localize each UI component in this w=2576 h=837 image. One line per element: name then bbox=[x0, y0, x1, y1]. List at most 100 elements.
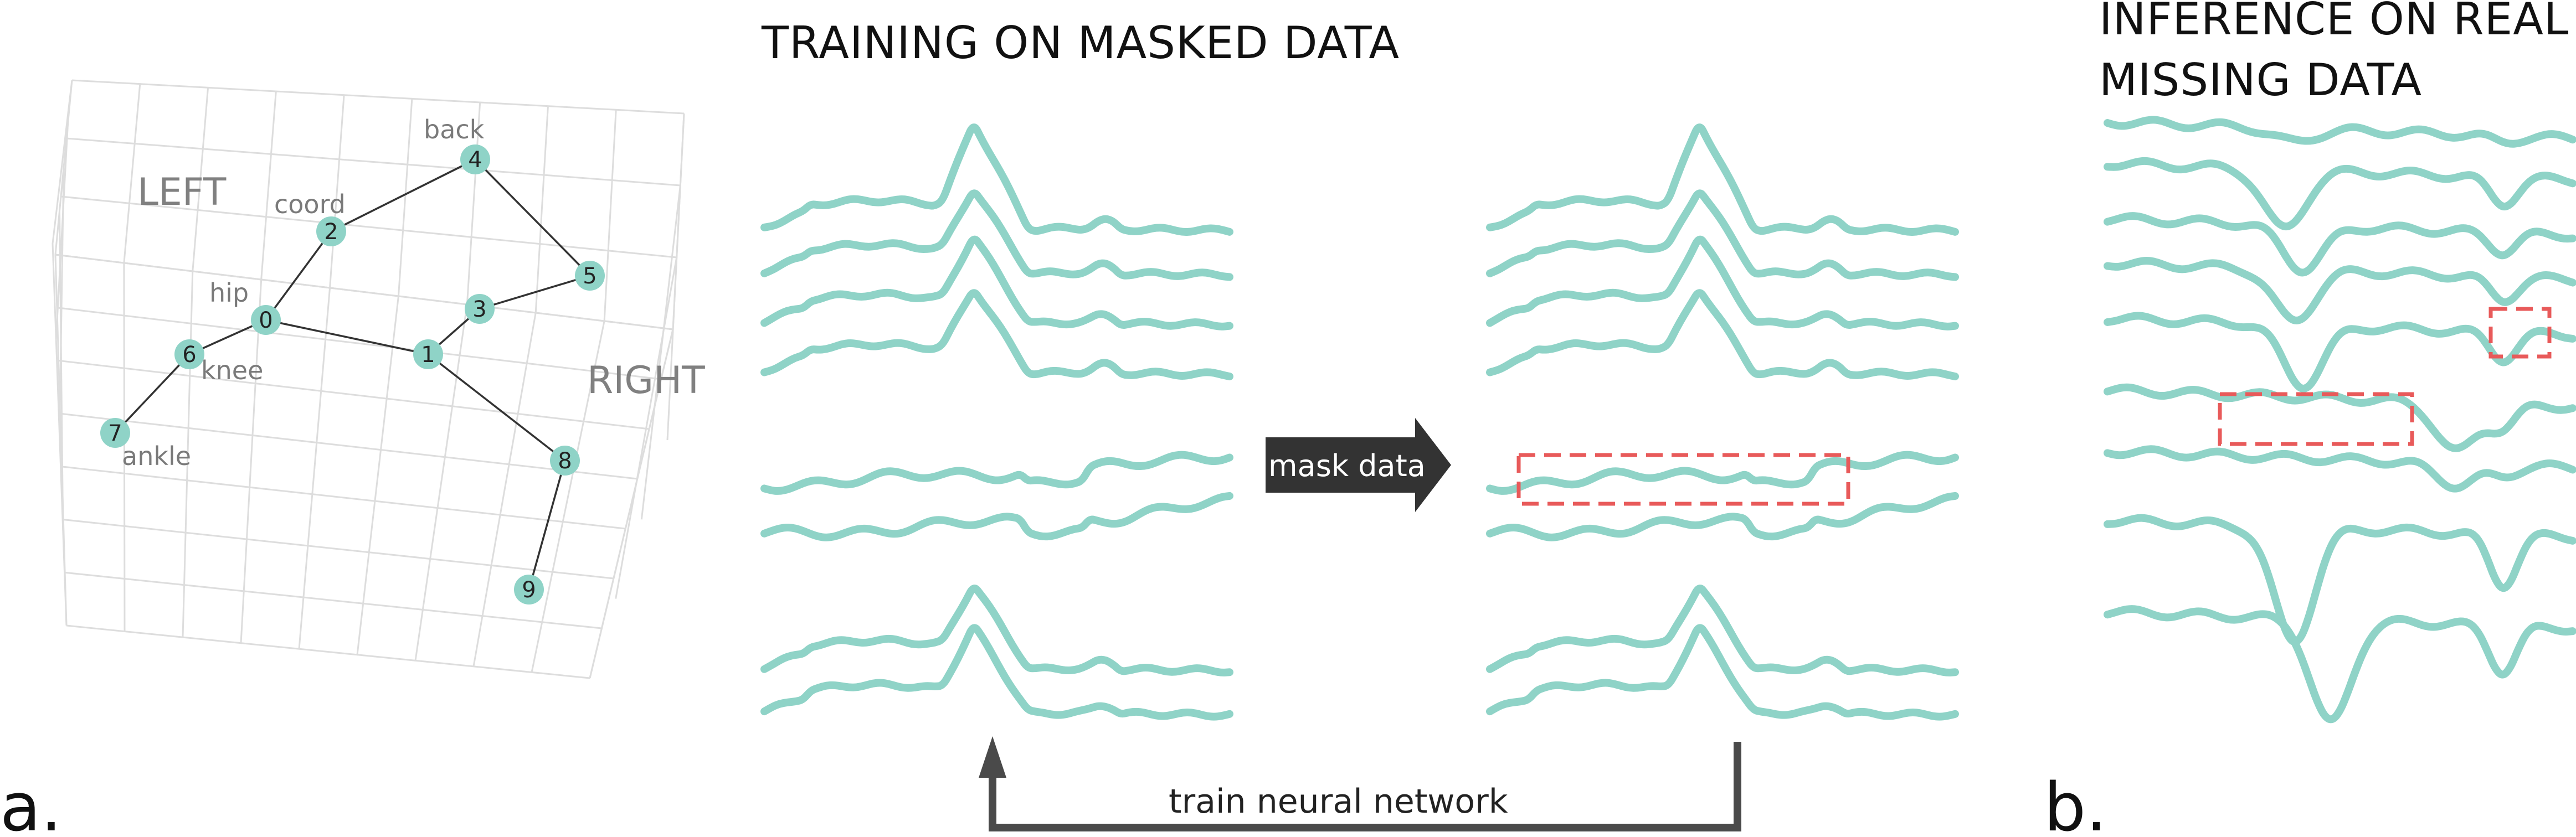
grid-back-horizontal bbox=[71, 79, 685, 115]
inference-trace-5 bbox=[2104, 312, 2576, 392]
grid-right-line bbox=[666, 113, 685, 441]
skeleton-node-label-9: 9 bbox=[522, 577, 536, 603]
skeleton-node-label-2: 2 bbox=[324, 219, 338, 245]
grid-floor-depth bbox=[472, 312, 537, 667]
grid-floor-across bbox=[61, 466, 626, 530]
skeleton-node-label-8: 8 bbox=[558, 448, 572, 474]
joint-label-ankle: ankle bbox=[122, 441, 191, 471]
panel-a-skeleton: LEFT RIGHT back coord hip knee ankle 012… bbox=[0, 79, 705, 837]
masked-trace-5 bbox=[1486, 451, 1959, 495]
masked-trace-1 bbox=[1486, 123, 1959, 236]
inference-trace-7 bbox=[2104, 445, 2576, 493]
joint-label-back: back bbox=[424, 115, 485, 144]
mask-data-arrow: mask data bbox=[1266, 418, 1451, 512]
skeleton-node-9 bbox=[514, 575, 544, 604]
mask-arrow-label: mask data bbox=[1268, 448, 1426, 483]
masked-trace-3 bbox=[1486, 235, 1959, 330]
panel-letter-b: b. bbox=[2044, 769, 2107, 837]
grid-floor-across bbox=[64, 571, 602, 629]
grid-back-vertical bbox=[260, 91, 277, 280]
original-trace-6 bbox=[760, 492, 1233, 541]
skeleton-node-1 bbox=[413, 339, 443, 369]
skeleton-node-label-6: 6 bbox=[182, 342, 196, 368]
right-side-label: RIGHT bbox=[587, 359, 705, 402]
skeleton-node-0 bbox=[251, 305, 281, 335]
original-traces bbox=[760, 123, 1233, 721]
skeleton-node-label-5: 5 bbox=[583, 264, 597, 289]
original-trace-1 bbox=[760, 123, 1233, 236]
masked-trace-8 bbox=[1486, 624, 1959, 721]
masked-traces bbox=[1486, 123, 1959, 721]
panel-letter-a: a. bbox=[0, 769, 62, 837]
loop-arrow-head bbox=[979, 736, 1006, 778]
grid-floor-depth bbox=[123, 262, 126, 632]
train-network-label: train neural network bbox=[1169, 782, 1508, 821]
inference-trace-4 bbox=[2104, 257, 2576, 324]
skeleton-edge-8-9 bbox=[528, 460, 566, 590]
original-trace-4 bbox=[760, 289, 1233, 381]
missing-region-box-2 bbox=[2218, 392, 2414, 446]
grid-back-vertical bbox=[329, 95, 345, 288]
skeleton-node-label-0: 0 bbox=[259, 308, 272, 333]
inference-traces bbox=[2104, 116, 2576, 724]
grid-back-vertical bbox=[534, 106, 549, 313]
grid-floor-across bbox=[63, 519, 614, 580]
skeleton-edge-6-7 bbox=[114, 353, 191, 434]
grid-floor-across bbox=[66, 624, 590, 679]
joint-label-coord: coord bbox=[274, 189, 346, 219]
inference-heading-line1: INFERENCE ON REAL bbox=[2099, 0, 2569, 45]
masked-trace-2 bbox=[1486, 189, 1959, 281]
grid-back-vertical bbox=[192, 87, 209, 272]
grid-floor-depth bbox=[240, 279, 263, 643]
skeleton-node-label-4: 4 bbox=[468, 147, 482, 173]
grid-back-vertical bbox=[466, 102, 481, 305]
skeleton-node-label-7: 7 bbox=[108, 421, 122, 446]
inference-trace-2 bbox=[2104, 157, 2576, 231]
grid-back-vertical bbox=[123, 84, 141, 264]
grid-back-vertical bbox=[397, 99, 413, 297]
grid-3d bbox=[52, 79, 685, 679]
skeleton-node-5 bbox=[575, 261, 605, 291]
grid-floor-depth bbox=[356, 296, 399, 655]
grid-right-line bbox=[615, 257, 678, 599]
original-trace-5 bbox=[760, 451, 1233, 495]
skeleton-edge-4-5 bbox=[474, 158, 591, 277]
training-section: TRAINING ON MASKED DATA mask data train … bbox=[760, 17, 1959, 831]
skeleton-node-7 bbox=[100, 418, 130, 448]
grid-floor-depth bbox=[298, 287, 331, 649]
left-side-label: LEFT bbox=[137, 170, 227, 214]
skeleton-edge-5-3 bbox=[479, 275, 590, 310]
inference-trace-9 bbox=[2104, 605, 2576, 724]
skeleton-node-label-3: 3 bbox=[472, 297, 486, 322]
grid-floor-across bbox=[56, 307, 661, 380]
grid-back-horizontal bbox=[66, 137, 681, 187]
skeleton-edge-2-4 bbox=[331, 158, 476, 232]
inference-trace-3 bbox=[2104, 212, 2576, 277]
grid-right-line bbox=[589, 329, 674, 679]
skeleton-node-2 bbox=[316, 216, 346, 246]
masked-region-box bbox=[1516, 453, 1850, 506]
skeleton-node-4 bbox=[460, 144, 490, 174]
skeleton-edge-0-2 bbox=[265, 230, 332, 321]
grid-floor-depth bbox=[414, 304, 468, 661]
original-trace-2 bbox=[760, 189, 1233, 281]
inference-trace-8 bbox=[2104, 514, 2576, 646]
original-trace-3 bbox=[760, 235, 1233, 330]
inference-trace-1 bbox=[2104, 116, 2576, 148]
skeleton-edge-1-8 bbox=[427, 353, 566, 462]
missing-region-box-1 bbox=[2488, 307, 2552, 359]
grid-floor-depth bbox=[54, 254, 68, 626]
grid-floor-depth bbox=[182, 271, 194, 638]
grid-left-edge bbox=[52, 80, 73, 626]
original-trace-7 bbox=[760, 585, 1233, 676]
skeleton-node-6 bbox=[174, 339, 204, 369]
skeleton-edge-0-1 bbox=[265, 319, 429, 355]
skeleton-node-3 bbox=[465, 294, 495, 324]
skeleton-node-8 bbox=[550, 446, 580, 476]
grid-back-horizontal bbox=[60, 195, 677, 259]
train-loop-arrow: train neural network bbox=[979, 736, 1741, 831]
inference-trace-6 bbox=[2104, 383, 2576, 452]
grid-floor-depth bbox=[531, 321, 605, 673]
